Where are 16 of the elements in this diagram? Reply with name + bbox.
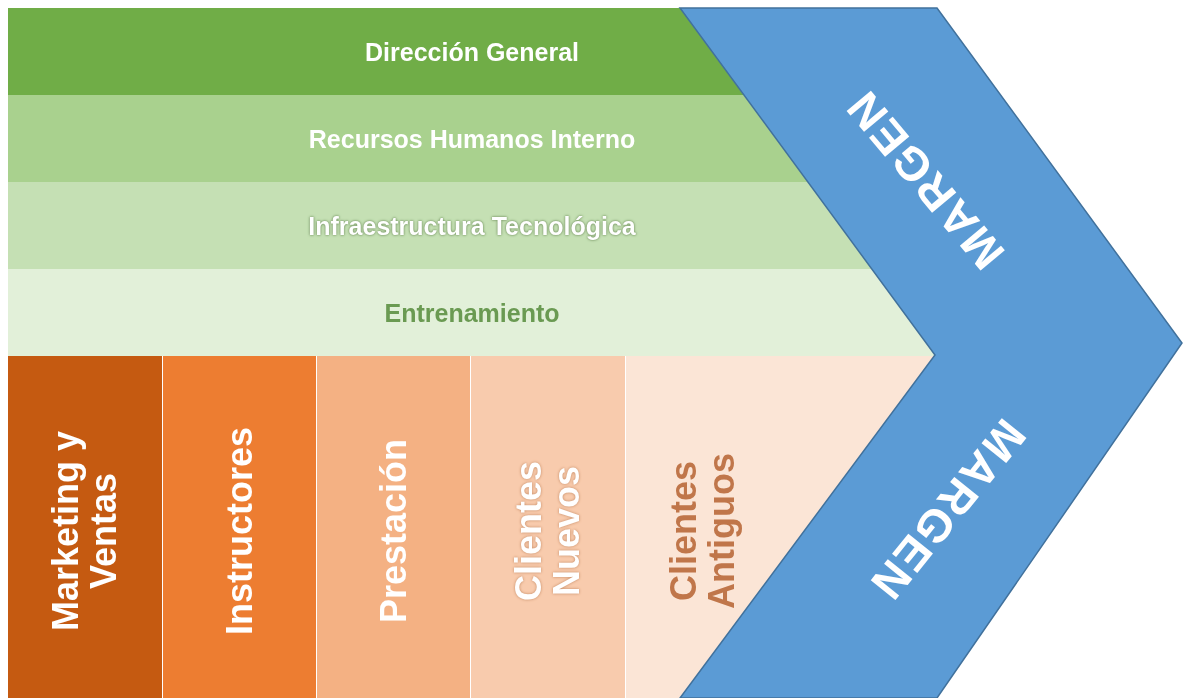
column-label: Marketing y Ventas: [47, 429, 123, 634]
support-activity-band: [8, 269, 936, 356]
column-label: Instructores: [221, 425, 259, 638]
support-activity-band: [8, 95, 808, 182]
band-label: Entrenamiento: [384, 298, 560, 327]
primary-activity-column: [316, 356, 471, 698]
band-label: Dirección General: [365, 37, 579, 66]
band-label: Infraestructura Tecnológica: [308, 211, 636, 240]
column-label: Prestación: [375, 437, 413, 626]
primary-activity-column: [470, 356, 626, 698]
primary-activity-column: [8, 356, 162, 698]
column-label: Clientes Nuevos: [510, 460, 586, 604]
support-activity-band: [8, 8, 744, 95]
column-label: Clientes Antiguos: [665, 452, 741, 611]
band-label: Recursos Humanos Interno: [308, 124, 636, 153]
primary-activity-column: [162, 356, 317, 698]
